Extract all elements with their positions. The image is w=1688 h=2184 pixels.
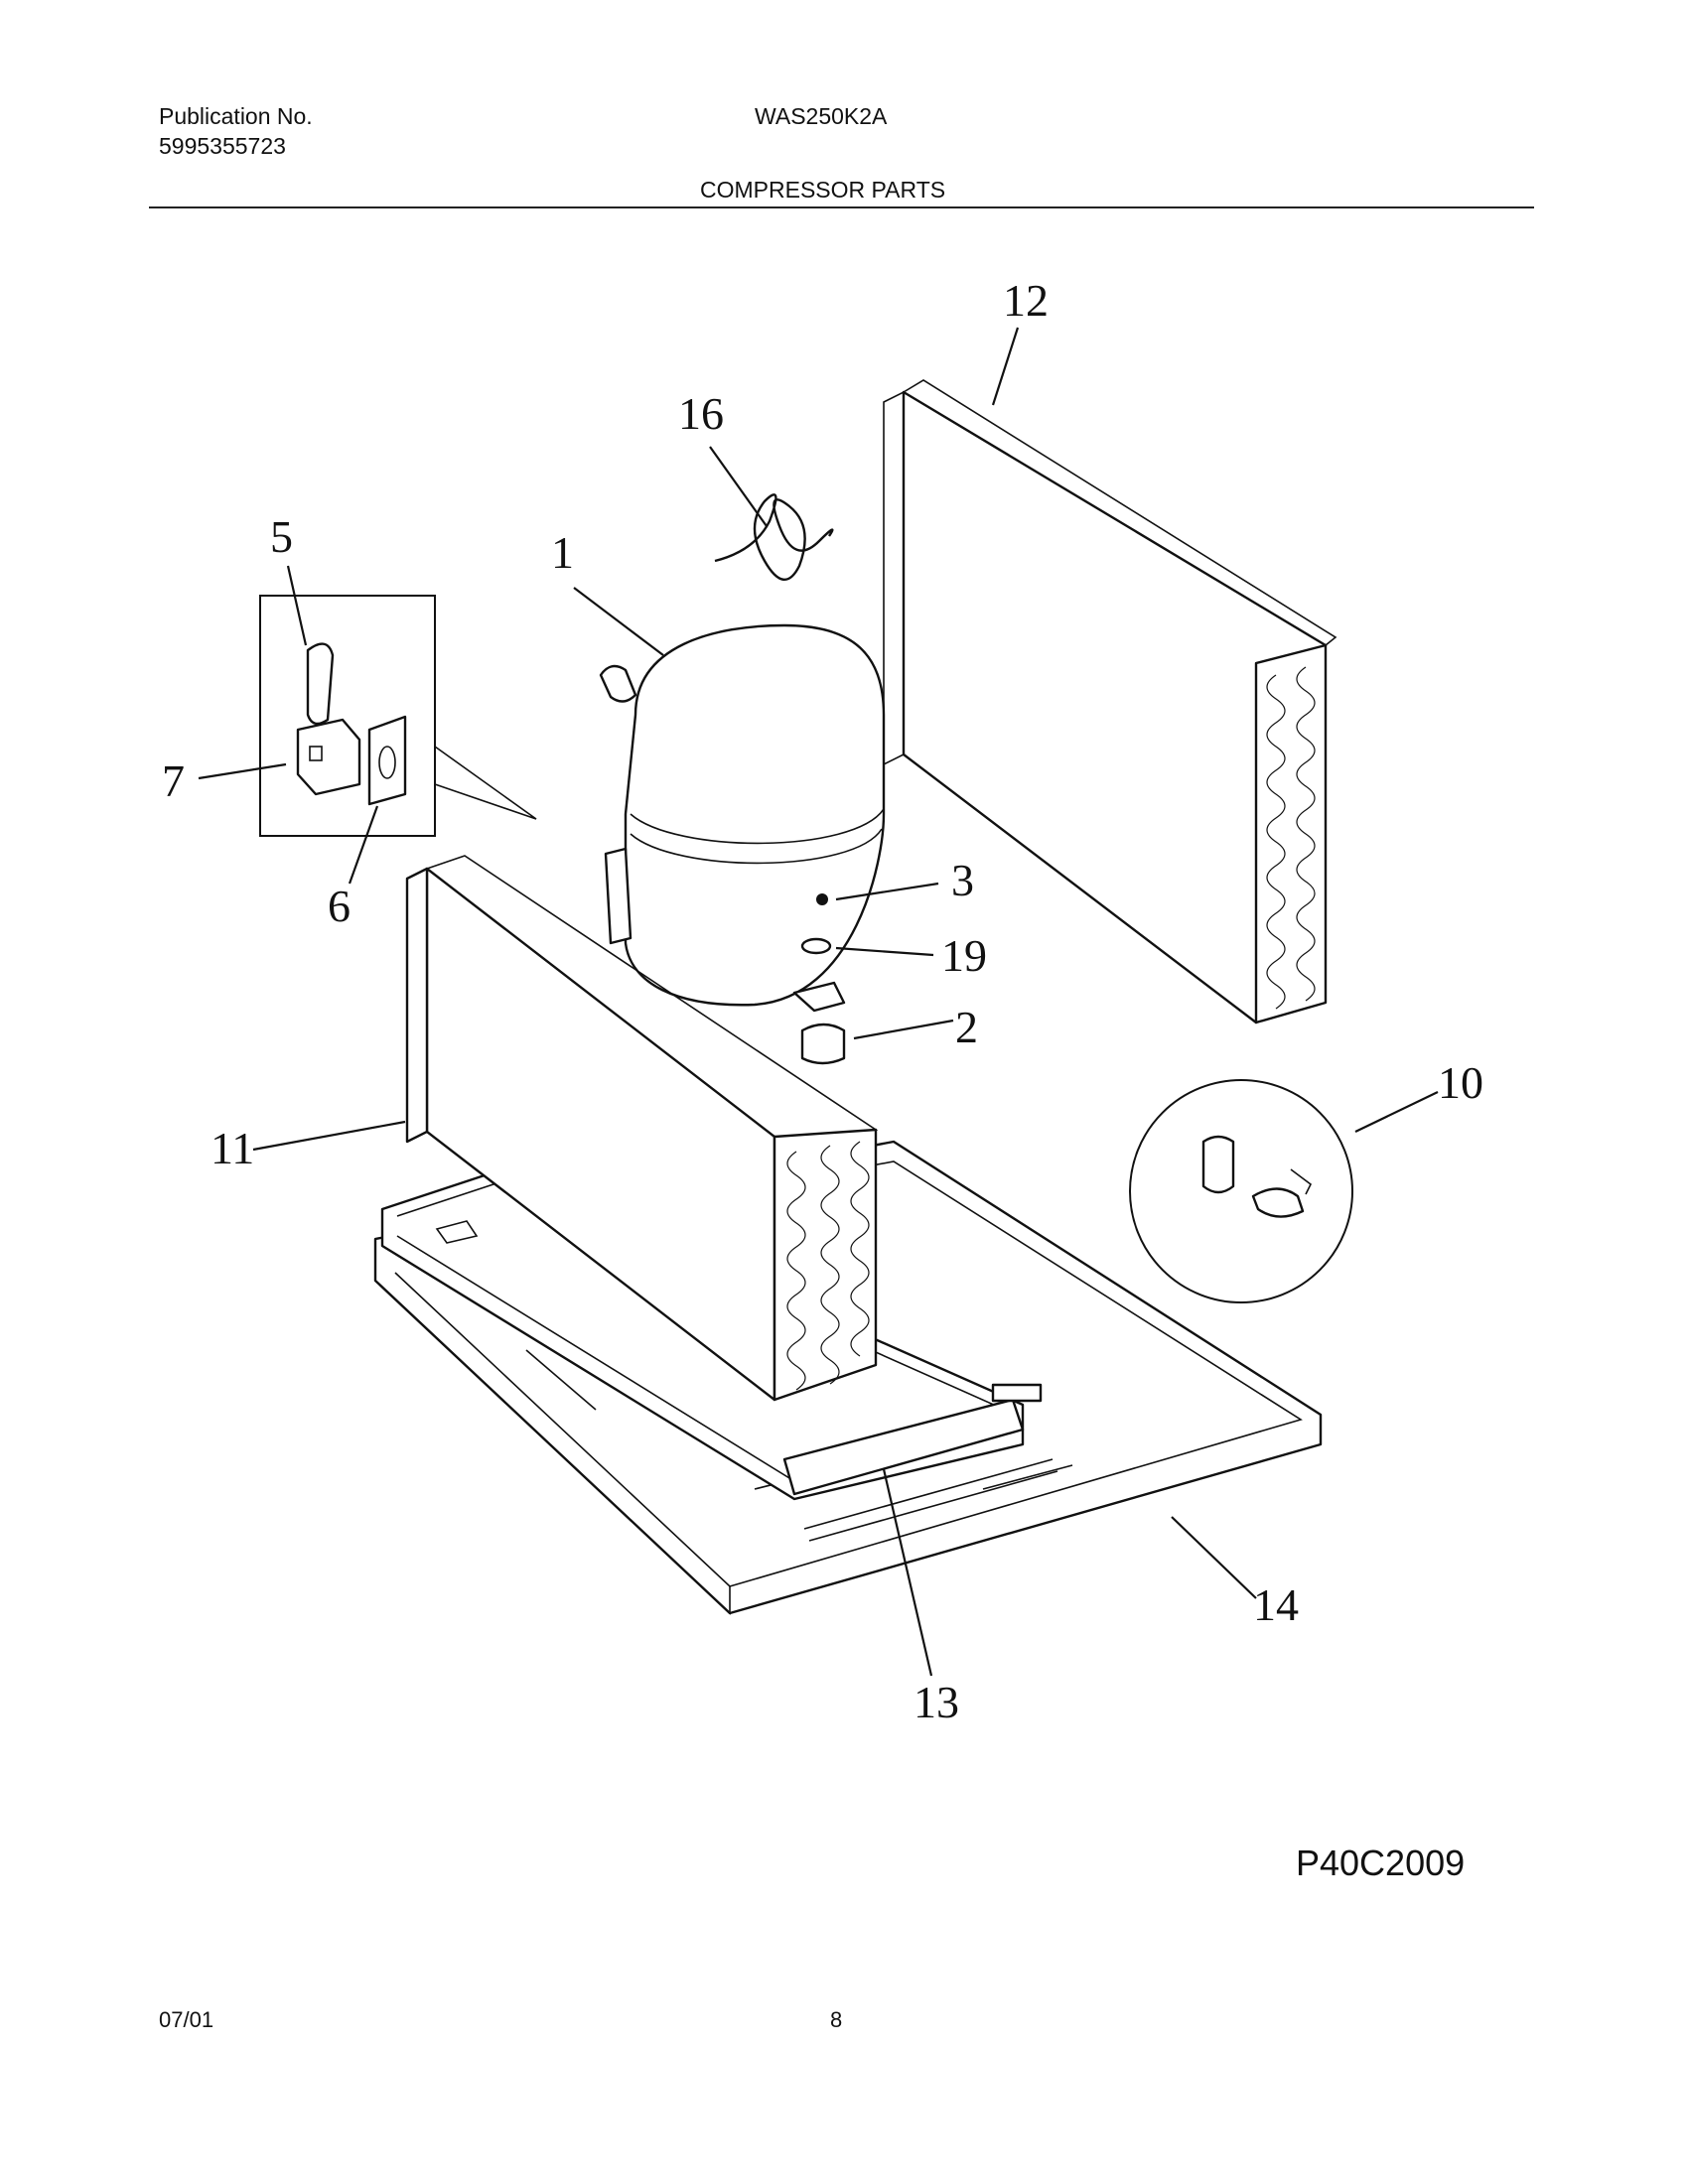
callout-7: 7 — [162, 755, 185, 806]
publication-label: Publication No. — [159, 103, 313, 129]
callout-13: 13 — [914, 1677, 959, 1727]
leader-lines — [198, 327, 1439, 1677]
callout-3: 3 — [951, 855, 974, 905]
section-title: COMPRESSOR PARTS — [700, 177, 946, 203]
accumulator-detail — [1129, 1079, 1353, 1303]
header-rule — [149, 206, 1534, 208]
callout-6: 6 — [328, 881, 351, 931]
compressor — [599, 623, 886, 1013]
drawing-id: P40C2009 — [1296, 1843, 1466, 1883]
footer-date: 07/01 — [159, 2007, 214, 2032]
grommet — [800, 1023, 846, 1065]
callout-labels: 1 2 3 5 6 7 10 11 12 13 14 16 19 — [162, 275, 1483, 1727]
coil-fins-right — [1266, 666, 1316, 1010]
callout-11: 11 — [211, 1123, 254, 1173]
callout-1: 1 — [551, 527, 574, 578]
callout-10: 10 — [1438, 1057, 1483, 1108]
overload-relay-inset — [259, 595, 537, 837]
callout-16: 16 — [678, 388, 724, 439]
page-number: 8 — [830, 2007, 843, 2032]
condenser-coil-12 — [883, 379, 1337, 1024]
coil-fins-left — [786, 1141, 870, 1391]
condenser-coil-11 — [405, 855, 879, 1402]
callout-14: 14 — [1253, 1579, 1299, 1630]
tube-loop — [714, 493, 834, 581]
publication-number: 5995355723 — [159, 133, 286, 159]
callout-19: 19 — [941, 930, 987, 981]
callout-2: 2 — [955, 1002, 978, 1052]
model-number: WAS250K2A — [755, 103, 888, 129]
callout-12: 12 — [1003, 275, 1049, 326]
callout-5: 5 — [270, 511, 293, 562]
